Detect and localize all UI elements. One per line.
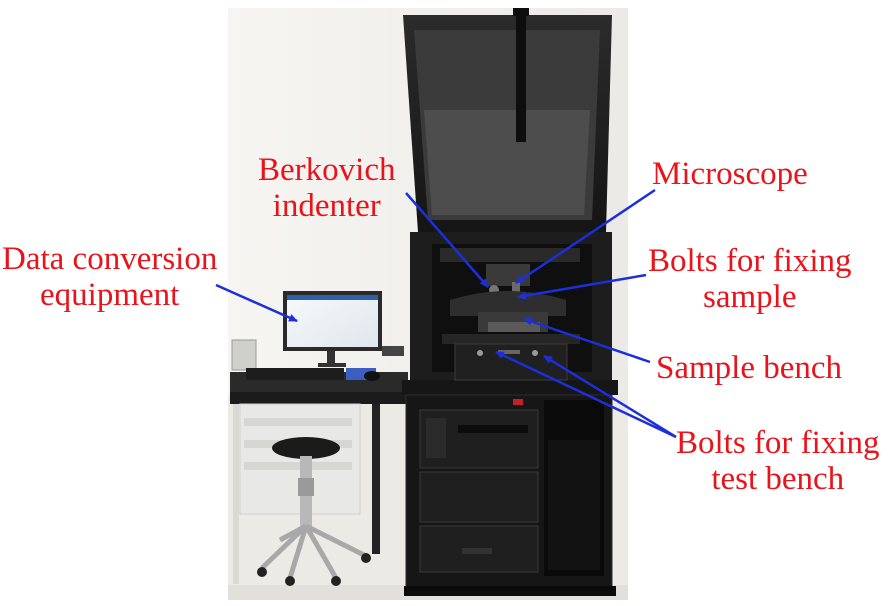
label-sample-bench: Sample bench: [656, 350, 842, 386]
label-line: Bolts for fixing: [676, 425, 880, 461]
desk-peripherals: [231, 339, 404, 381]
label-line: Bolts for fixing: [648, 243, 852, 279]
label-line: Data conversion: [2, 241, 218, 277]
label-berkovich-indenter: Berkovich indenter: [258, 152, 395, 224]
annotation-arrows: [215, 188, 677, 439]
label-line: Microscope: [652, 156, 808, 192]
label-microscope: Microscope: [652, 156, 808, 192]
label-line: equipment: [40, 277, 180, 313]
microscope-assembly: [440, 248, 580, 381]
lab-stool: [257, 437, 371, 586]
label-line: sample: [703, 279, 797, 315]
label-line: indenter: [272, 188, 381, 224]
label-line: test bench: [711, 461, 845, 497]
monitor: [283, 291, 382, 367]
label-bolts-fixing-test-bench: Bolts for fixing test bench: [676, 425, 880, 497]
label-bolts-fixing-sample: Bolts for fixing sample: [648, 243, 852, 315]
instrument-lid: [403, 8, 612, 232]
label-line: Sample bench: [656, 350, 843, 386]
label-data-conversion-equipment: Data conversion equipment: [2, 241, 217, 313]
label-line: Berkovich: [258, 152, 396, 188]
